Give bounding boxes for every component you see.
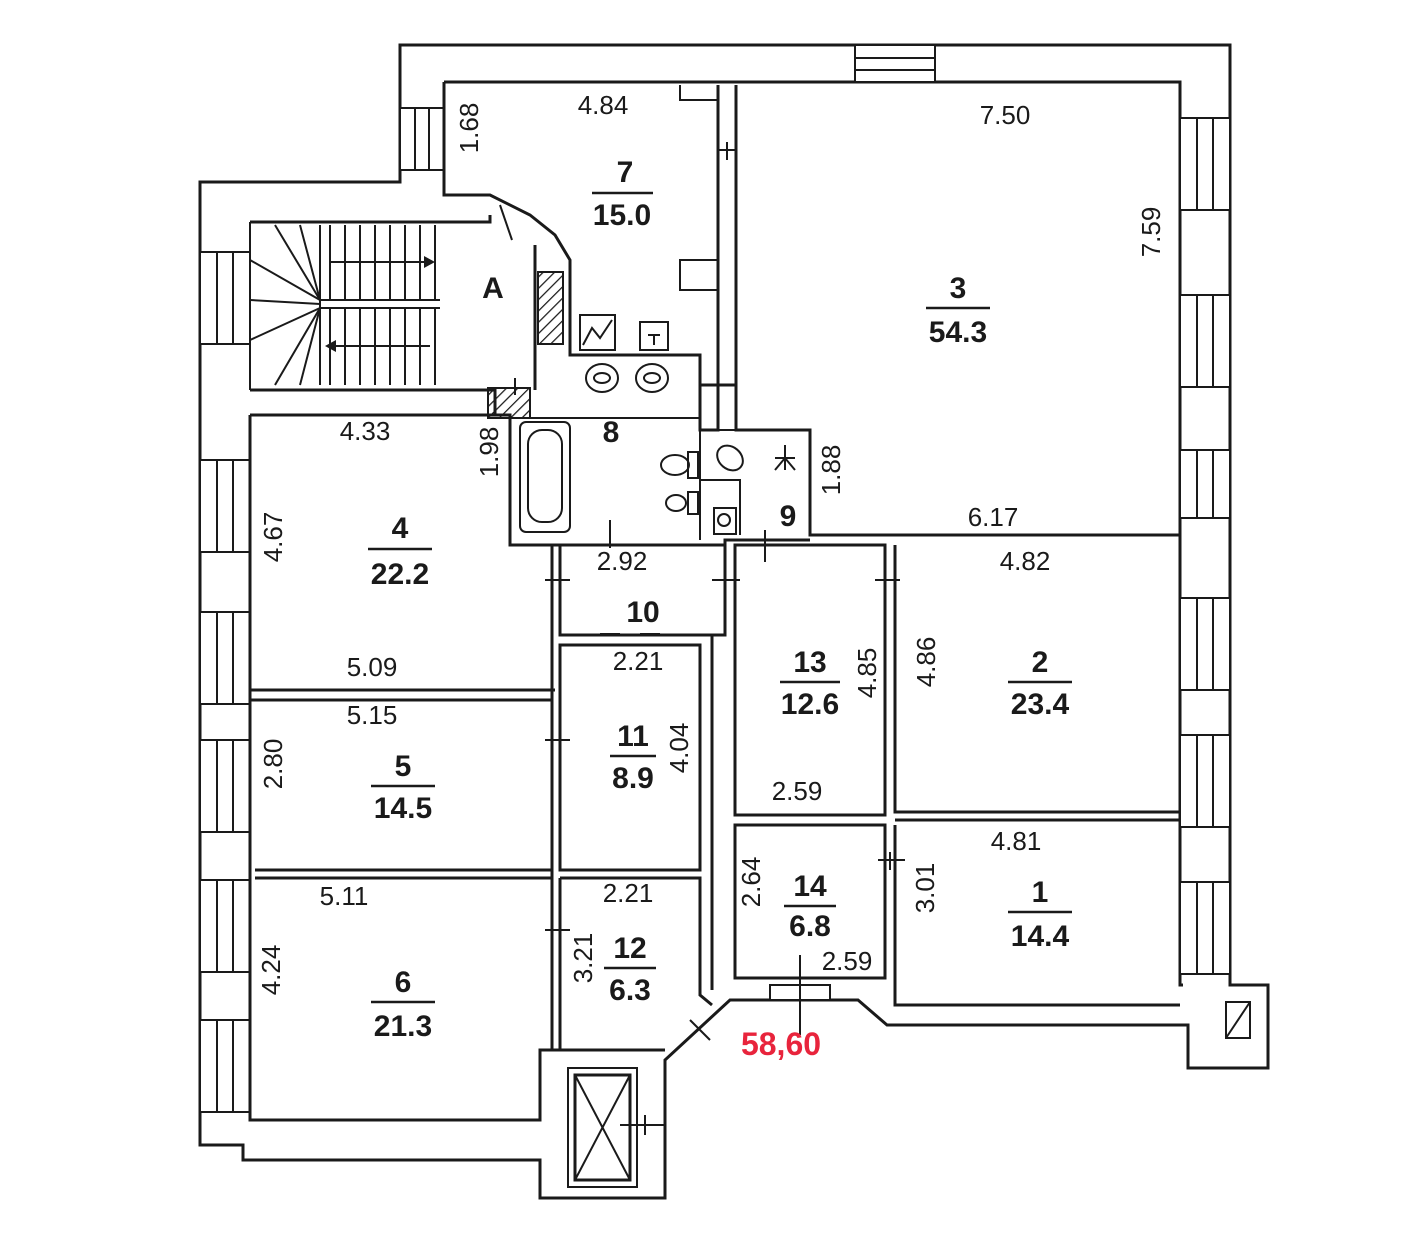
svg-text:4.24: 4.24 <box>256 945 286 996</box>
svg-text:4.86: 4.86 <box>911 637 941 688</box>
svg-text:4.67: 4.67 <box>258 512 288 563</box>
svg-text:11: 11 <box>617 720 649 753</box>
svg-text:5.15: 5.15 <box>347 700 398 730</box>
svg-text:14: 14 <box>793 870 827 903</box>
svg-text:3.21: 3.21 <box>568 933 598 984</box>
svg-text:6.3: 6.3 <box>609 974 651 1007</box>
staircase <box>249 224 440 386</box>
svg-text:9: 9 <box>780 500 797 533</box>
room-5-label: 5 14.5 <box>371 750 435 825</box>
dimension-labels: 4.84 1.68 7.50 7.59 4.33 1.98 4.67 1.88 … <box>256 90 1166 995</box>
svg-text:8.9: 8.9 <box>612 762 654 795</box>
svg-text:4.84: 4.84 <box>578 90 629 120</box>
svg-text:3.01: 3.01 <box>910 863 940 914</box>
svg-text:12.6: 12.6 <box>781 688 839 721</box>
svg-text:4.04: 4.04 <box>664 723 694 774</box>
svg-text:2: 2 <box>1032 646 1049 679</box>
room-8-label: 8 <box>603 416 620 449</box>
svg-text:4.81: 4.81 <box>991 826 1042 856</box>
room-10-label: 10 <box>626 596 659 629</box>
svg-text:4.82: 4.82 <box>1000 546 1051 576</box>
svg-text:5.09: 5.09 <box>347 652 398 682</box>
svg-text:10: 10 <box>626 596 659 629</box>
room-3-label: 3 54.3 <box>926 272 990 349</box>
svg-text:1.98: 1.98 <box>474 427 504 478</box>
svg-text:1.88: 1.88 <box>816 445 846 496</box>
room-1-label: 1 14.4 <box>1008 876 1072 953</box>
svg-text:1: 1 <box>1032 876 1049 909</box>
svg-text:4.33: 4.33 <box>340 416 391 446</box>
svg-text:22.2: 22.2 <box>371 558 429 591</box>
svg-text:3: 3 <box>950 272 967 305</box>
svg-text:5.11: 5.11 <box>320 881 369 911</box>
svg-text:2.59: 2.59 <box>822 946 873 976</box>
svg-text:2.80: 2.80 <box>258 739 288 790</box>
svg-text:6: 6 <box>395 966 412 999</box>
svg-text:7: 7 <box>617 156 634 189</box>
room-13-label: 13 12.6 <box>780 646 840 721</box>
svg-text:15.0: 15.0 <box>593 199 651 232</box>
svg-text:23.4: 23.4 <box>1011 688 1070 721</box>
svg-text:2.21: 2.21 <box>613 646 664 676</box>
svg-text:13: 13 <box>793 646 826 679</box>
room-11-label: 11 8.9 <box>610 720 656 795</box>
svg-text:12: 12 <box>613 932 646 965</box>
svg-text:2.59: 2.59 <box>772 776 823 806</box>
total-area-label: 58,60 <box>741 1026 821 1062</box>
room-14-label: 14 6.8 <box>784 870 836 943</box>
room-12-label: 12 6.3 <box>604 932 656 1007</box>
svg-text:2.92: 2.92 <box>597 546 648 576</box>
svg-text:2.64: 2.64 <box>736 857 766 908</box>
room-4-label: 4 22.2 <box>368 512 432 591</box>
ventilation-shafts <box>487 271 564 419</box>
svg-text:54.3: 54.3 <box>929 316 987 349</box>
door-marks <box>499 142 905 1135</box>
svg-text:21.3: 21.3 <box>374 1010 432 1043</box>
room-labels: A 7 15.0 3 54.3 8 9 4 22.2 10 13 12.6 <box>368 156 1072 1043</box>
stair-label: A <box>482 272 504 305</box>
svg-text:1.68: 1.68 <box>454 103 484 154</box>
svg-text:7.50: 7.50 <box>980 100 1031 130</box>
svg-text:7.59: 7.59 <box>1136 207 1166 258</box>
svg-text:4: 4 <box>392 512 409 545</box>
svg-text:14.5: 14.5 <box>374 792 432 825</box>
svg-text:5: 5 <box>395 750 412 783</box>
svg-text:6.8: 6.8 <box>789 910 831 943</box>
room-6-label: 6 21.3 <box>371 966 435 1043</box>
svg-text:4.85: 4.85 <box>852 648 882 699</box>
bathroom-fixtures <box>519 314 796 535</box>
svg-text:14.4: 14.4 <box>1011 920 1070 953</box>
room-2-label: 2 23.4 <box>1008 646 1072 721</box>
room-7-label: 7 15.0 <box>592 156 653 232</box>
svg-text:6.17: 6.17 <box>968 502 1019 532</box>
svg-text:2.21: 2.21 <box>603 878 654 908</box>
room-9-label: 9 <box>780 500 797 533</box>
windows <box>199 44 1231 1113</box>
svg-text:8: 8 <box>603 416 620 449</box>
